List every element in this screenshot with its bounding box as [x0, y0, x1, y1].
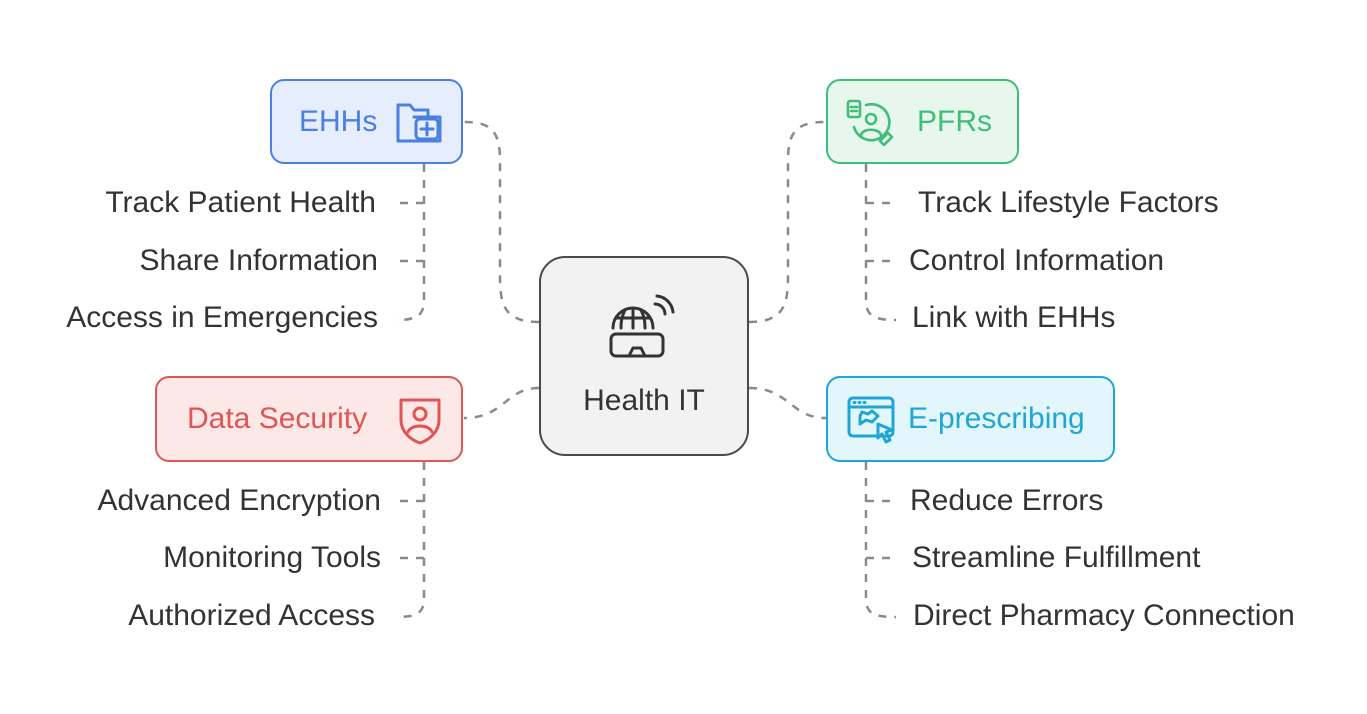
- branch-ehhs: EHHs: [270, 79, 463, 164]
- patient-record-icon: [846, 99, 894, 147]
- ehhs-item-access-emergencies: Access in Emergencies: [66, 301, 378, 334]
- connector-center-eprescribing: [748, 386, 827, 420]
- vr-headset-globe-icon: [609, 294, 675, 358]
- pfrs-item-link-ehhs: Link with EHHs: [912, 301, 1116, 334]
- ehhs-item-track-patient-health: Track Patient Health: [105, 186, 376, 219]
- medical-folder-icon: [396, 103, 442, 143]
- connector-center-security: [463, 386, 540, 420]
- connector-ehhs-items: [395, 164, 426, 322]
- security-item-monitoring-tools: Monitoring Tools: [163, 541, 381, 574]
- branch-security-label: Data Security: [187, 402, 368, 435]
- shield-user-icon: [399, 398, 441, 445]
- branch-security: Data Security: [155, 376, 463, 462]
- eprescribing-item-direct-pharmacy: Direct Pharmacy Connection: [913, 599, 1295, 632]
- connector-center-pfrs: [748, 120, 827, 324]
- branch-eprescribing: E-prescribing: [826, 376, 1115, 462]
- security-item-authorized-access: Authorized Access: [128, 599, 375, 632]
- pfrs-item-track-lifestyle: Track Lifestyle Factors: [918, 186, 1219, 219]
- eprescribing-item-reduce-errors: Reduce Errors: [910, 484, 1104, 517]
- branch-pfrs-label: PFRs: [917, 105, 992, 138]
- center-node: Health IT: [539, 256, 749, 456]
- branch-pfrs: PFRs: [826, 79, 1019, 164]
- connector-center-ehhs: [463, 120, 540, 324]
- branch-eprescribing-label: E-prescribing: [908, 402, 1085, 435]
- branch-ehhs-label: EHHs: [299, 105, 378, 138]
- center-label: Health IT: [583, 384, 705, 417]
- browser-click-icon: [847, 396, 895, 444]
- pfrs-item-control-information: Control Information: [909, 244, 1165, 277]
- connector-eprescribing-items: [864, 462, 897, 619]
- security-item-advanced-encryption: Advanced Encryption: [97, 484, 381, 517]
- eprescribing-item-streamline-fulfillment: Streamline Fulfillment: [912, 541, 1201, 574]
- ehhs-item-share-information: Share Information: [139, 244, 378, 277]
- connector-security-items: [395, 462, 426, 619]
- connector-pfrs-items: [864, 164, 897, 322]
